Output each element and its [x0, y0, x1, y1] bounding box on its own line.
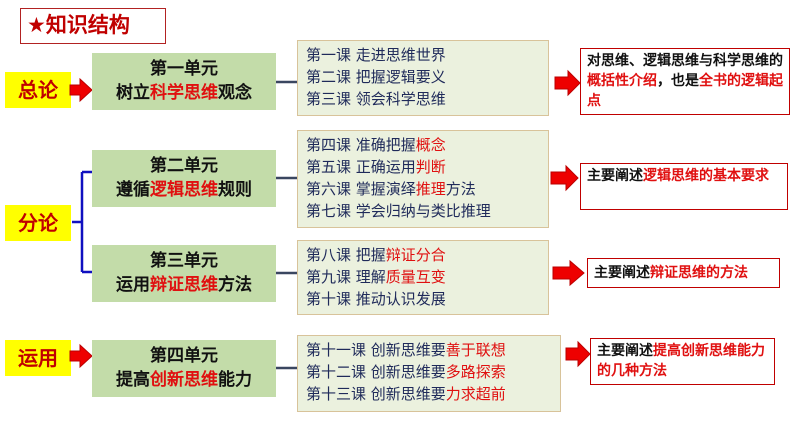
unit-box: 第三单元运用辩证思维方法	[92, 245, 276, 302]
highlight-text: 辩证分合	[385, 246, 446, 264]
red-arrow-icon	[69, 77, 93, 103]
lesson-list: 第八课 把握辩证分合第九课 理解质量互变第十课 推动认识发展	[297, 240, 549, 315]
text: 第一课 走进思维世界	[306, 46, 446, 64]
text: 第十课 推动认识发展	[306, 290, 446, 308]
lesson-item: 第十一课 创新思维要善于联想	[306, 339, 560, 361]
text: 规则	[218, 180, 252, 200]
label-specific: 分论	[5, 205, 71, 241]
lesson-list: 第十一课 创新思维要善于联想第十二课 创新思维要多路探索第十三课 创新思维要力求…	[297, 335, 561, 412]
unit-name: 第三单元	[150, 251, 218, 271]
highlight-text: 辩证思维	[150, 275, 218, 295]
summary-box: 主要阐述提高创新思维能力的几种方法	[590, 338, 775, 385]
text: 方法	[445, 180, 476, 198]
lesson-item: 第四课 准确把握概念	[306, 134, 548, 156]
highlight-text: 提高创新思维能力的几种方法	[597, 343, 765, 379]
text: 主要阐述	[587, 168, 643, 184]
unit-name: 第二单元	[150, 156, 218, 176]
text: 方法	[218, 275, 252, 295]
brace-connector	[72, 170, 92, 274]
label-general: 总论	[5, 72, 71, 108]
summary-box: 主要阐述逻辑思维的基本要求	[580, 163, 788, 210]
text: 主要阐述	[594, 265, 650, 281]
unit-name: 第四单元	[150, 346, 218, 366]
red-arrow-icon	[550, 164, 579, 192]
unit-box: 第四单元提高创新思维能力	[92, 340, 276, 397]
highlight-text: 全书的逻辑起点	[587, 73, 783, 109]
lesson-item: 第十课 推动认识发展	[306, 288, 548, 310]
text: 观念	[218, 83, 252, 103]
unit-box: 第二单元遵循逻辑思维规则	[92, 150, 276, 207]
text: 主要阐述	[597, 343, 653, 359]
lesson-list: 第四课 准确把握概念第五课 正确运用判断第六课 掌握演绎推理方法第七课 学会归纳…	[297, 130, 549, 228]
lesson-item: 第七课 学会归纳与类比推理	[306, 200, 548, 222]
text: 遵循	[116, 180, 150, 200]
unit-box: 第一单元树立科学思维观念	[92, 53, 276, 110]
lesson-item: 第一课 走进思维世界	[306, 44, 548, 66]
unit-name: 第一单元	[150, 59, 218, 79]
text: 提高	[116, 370, 150, 390]
text: 第十三课 创新思维要	[306, 385, 446, 403]
highlight-text: 判断	[415, 158, 446, 176]
red-arrow-icon	[552, 259, 585, 287]
text: 第九课 理解	[306, 268, 386, 286]
lesson-list: 第一课 走进思维世界第二课 把握逻辑要义第三课 领会科学思维	[297, 40, 549, 116]
label-application: 运用	[5, 340, 71, 376]
text: 第二课 把握逻辑要义	[306, 68, 446, 86]
highlight-text: 辩证思维的方法	[650, 265, 748, 281]
highlight-text: 概念	[415, 136, 446, 154]
highlight-text: 质量互变	[385, 268, 446, 286]
highlight-text: 概括性介绍	[587, 73, 657, 89]
text: 第四课 准确把握	[306, 136, 416, 154]
text: 树立	[116, 83, 150, 103]
unit-theme: 遵循逻辑思维规则	[92, 178, 276, 202]
highlight-text: 科学思维	[150, 83, 218, 103]
highlight-text: 逻辑思维的基本要求	[643, 168, 769, 184]
summary-box: 对思维、逻辑思维与科学思维的概括性介绍，也是全书的逻辑起点	[580, 48, 790, 115]
text: 第三课 领会科学思维	[306, 90, 446, 108]
lesson-item: 第十三课 创新思维要力求超前	[306, 383, 560, 405]
lesson-item: 第三课 领会科学思维	[306, 88, 548, 110]
summary-box: 主要阐述辩证思维的方法	[587, 258, 780, 288]
unit-theme: 树立科学思维观念	[92, 81, 276, 105]
text: 第十二课 创新思维要	[306, 363, 446, 381]
highlight-text: 善于联想	[445, 341, 506, 359]
highlight-text: 逻辑思维	[150, 180, 218, 200]
red-arrows	[550, 69, 591, 368]
text: 第六课 掌握演绎	[306, 180, 416, 198]
text: 第七课 学会归纳与类比推理	[306, 202, 491, 220]
lesson-item: 第五课 正确运用判断	[306, 156, 548, 178]
text: 对思维、逻辑思维与科学思维的	[587, 53, 783, 69]
lesson-item: 第八课 把握辩证分合	[306, 244, 548, 266]
lesson-item: 第九课 理解质量互变	[306, 266, 548, 288]
section-title: ★知识结构	[20, 8, 166, 44]
highlight-text: 推理	[415, 180, 446, 198]
text: 第八课 把握	[306, 246, 386, 264]
text: ，也是	[657, 73, 699, 89]
unit-theme: 运用辩证思维方法	[92, 273, 276, 297]
text: 第五课 正确运用	[306, 158, 416, 176]
red-arrow-icon	[554, 69, 581, 97]
lesson-item: 第十二课 创新思维要多路探索	[306, 361, 560, 383]
red-arrow-icon	[565, 340, 591, 368]
unit-theme: 提高创新思维能力	[92, 368, 276, 392]
text: 第十一课 创新思维要	[306, 341, 446, 359]
lesson-item: 第六课 掌握演绎推理方法	[306, 178, 548, 200]
text: 能力	[218, 370, 252, 390]
lesson-item: 第二课 把握逻辑要义	[306, 66, 548, 88]
highlight-text: 力求超前	[445, 385, 506, 403]
highlight-text: 创新思维	[150, 370, 218, 390]
highlight-text: 多路探索	[445, 363, 506, 381]
text: 运用	[116, 275, 150, 295]
red-arrow-icon	[69, 343, 93, 369]
